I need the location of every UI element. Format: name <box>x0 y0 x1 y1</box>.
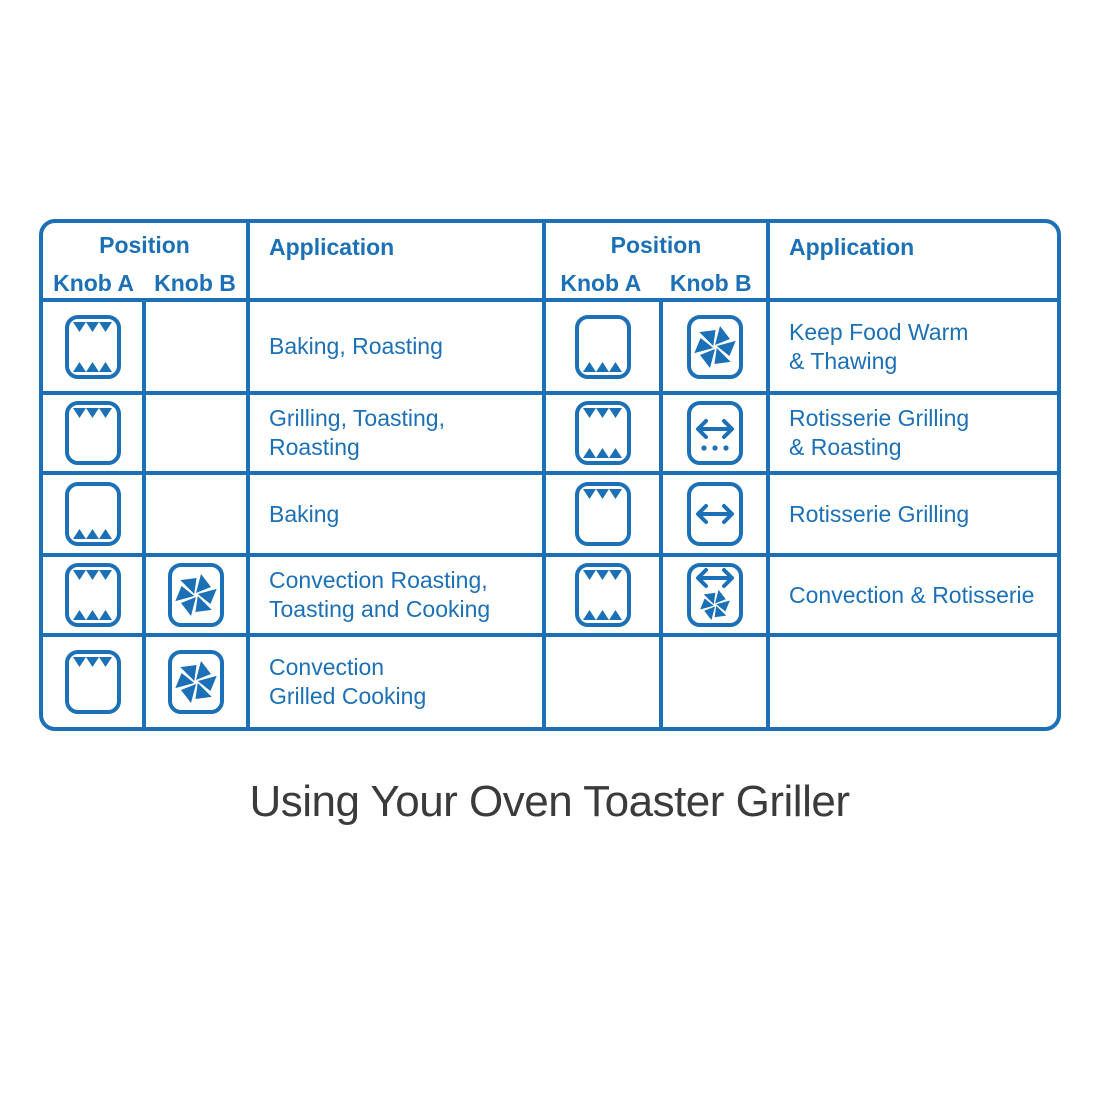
knob-b-cell <box>663 637 766 727</box>
application-cell: Convection Roasting, Toasting and Cookin… <box>250 557 542 633</box>
left-application-header: Application <box>250 223 542 298</box>
right-position-header: Position Knob A Knob B <box>546 223 766 298</box>
rotisserie-dots-icon <box>663 395 766 471</box>
right-knob-b-label: Knob B <box>669 270 752 296</box>
right-knob-a-label: Knob A <box>560 270 642 296</box>
left-position-label: Position <box>99 232 190 258</box>
fan-icon <box>663 302 766 391</box>
oven-bottom-icon <box>546 302 659 391</box>
rotisserie-icon <box>663 475 766 553</box>
left-knob-a-label: Knob A <box>53 270 134 296</box>
knob-position-table: Position Knob A Knob B Application Posit… <box>39 219 1061 731</box>
left-position-header: Position Knob A Knob B <box>43 223 246 298</box>
oven-top-icon <box>43 637 142 727</box>
oven-top-bottom-icon <box>546 557 659 633</box>
application-cell: Grilling, Toasting, Roasting <box>250 395 542 471</box>
oven-top-bottom-icon <box>43 557 142 633</box>
oven-top-bottom-icon <box>43 302 142 391</box>
application-cell: Baking, Roasting <box>250 302 542 391</box>
rotisserie-fan-icon <box>663 557 766 633</box>
oven-bottom-icon <box>43 475 142 553</box>
oven-top-bottom-icon <box>546 395 659 471</box>
oven-top-icon <box>43 395 142 471</box>
application-cell: Convection & Rotisserie <box>770 557 1057 633</box>
application-cell: Rotisserie Grilling & Roasting <box>770 395 1057 471</box>
application-cell <box>770 637 1057 727</box>
knob-a-cell <box>546 637 659 727</box>
oven-top-icon <box>546 475 659 553</box>
application-cell: Keep Food Warm & Thawing <box>770 302 1057 391</box>
fan-icon <box>146 637 246 727</box>
right-position-label: Position <box>610 232 702 258</box>
knob-b-cell <box>146 302 246 391</box>
knob-b-cell <box>146 475 246 553</box>
fan-icon <box>146 557 246 633</box>
left-knob-b-label: Knob B <box>154 270 236 296</box>
right-application-header: Application <box>770 223 1057 298</box>
application-cell: Baking <box>250 475 542 553</box>
knob-b-cell <box>146 395 246 471</box>
application-cell: Convection Grilled Cooking <box>250 637 542 727</box>
application-cell: Rotisserie Grilling <box>770 475 1057 553</box>
page-title: Using Your Oven Toaster Griller <box>249 777 850 826</box>
